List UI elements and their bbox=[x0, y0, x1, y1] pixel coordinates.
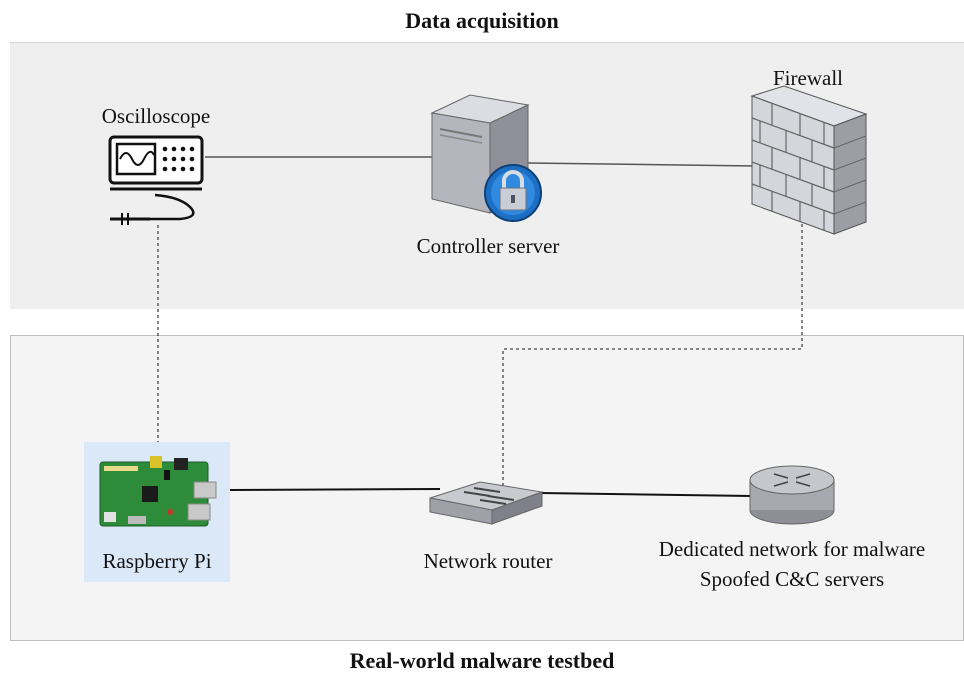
link-firewall-router bbox=[502, 224, 803, 486]
label-controller-server: Controller server bbox=[416, 234, 560, 258]
firewall-icon bbox=[750, 85, 868, 235]
link-pi-router bbox=[229, 488, 441, 491]
raspberry-pi-icon bbox=[99, 456, 217, 527]
label-spoofed-servers: Spoofed C&C servers bbox=[699, 567, 885, 591]
router-icon bbox=[429, 481, 544, 525]
link-router-network bbox=[539, 492, 753, 497]
section-title-malware-testbed: Real-world malware testbed bbox=[349, 648, 615, 673]
label-firewall: Firewall bbox=[773, 66, 843, 90]
label-raspberry-pi: Raspberry Pi bbox=[102, 549, 212, 573]
oscilloscope-icon bbox=[108, 135, 204, 225]
section-title-data-acquisition: Data acquisition bbox=[405, 8, 559, 33]
label-oscilloscope: Oscilloscope bbox=[101, 104, 211, 128]
label-network-router: Network router bbox=[423, 549, 553, 573]
network-device-icon bbox=[749, 465, 835, 525]
link-server-firewall bbox=[527, 162, 756, 167]
label-dedicated-network: Dedicated network for malware bbox=[658, 537, 926, 561]
lock-icon bbox=[484, 164, 542, 222]
